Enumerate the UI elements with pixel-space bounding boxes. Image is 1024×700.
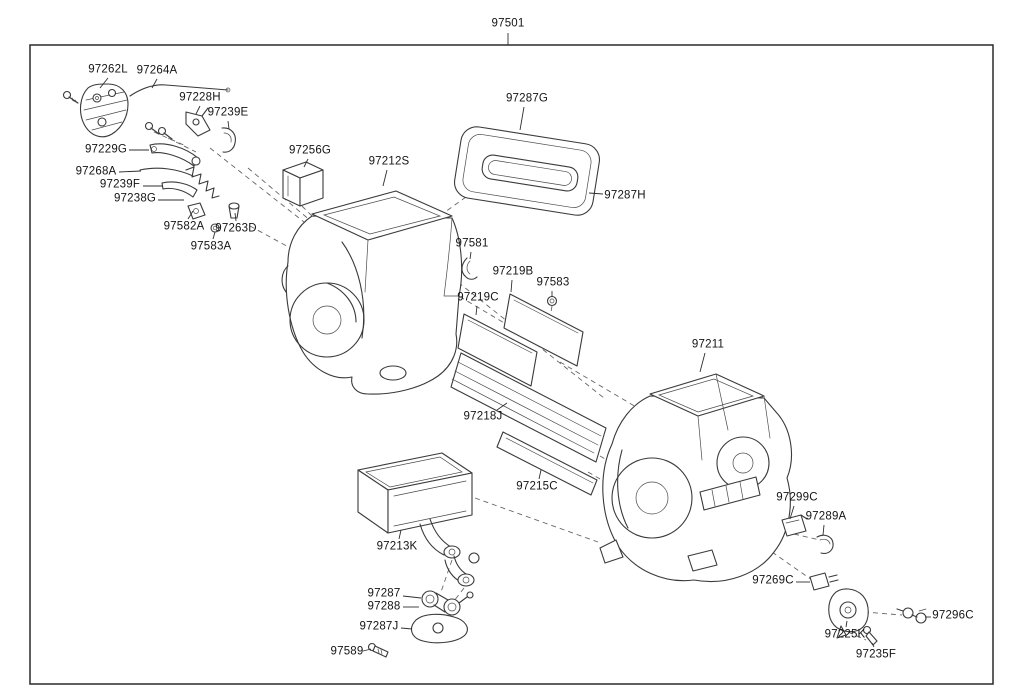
part-label-97289A: 97289A: [805, 510, 847, 523]
leader-line-97228H: [195, 105, 201, 115]
part-97212S-blower-case: [281, 190, 463, 395]
part-97262L-mount-plate: [79, 83, 129, 138]
part-97268A-link: [139, 167, 194, 177]
part-97581-clip: [461, 257, 478, 280]
leader-line-97219C: [475, 305, 478, 316]
part-label-97501: 97501: [491, 17, 525, 30]
part-97218J-filter: [450, 352, 607, 463]
part-97287H-seal-strip: [481, 154, 579, 192]
part-label-97235F: 97235F: [855, 648, 897, 661]
part-97211-heater-case: [599, 373, 793, 583]
part-label-97225K: 97225K: [824, 628, 866, 641]
part-label-97228H: 97228H: [179, 91, 221, 104]
part-97213K-heater-core: [357, 452, 473, 534]
leader-line-97287J: [400, 627, 413, 630]
part-97269C-connector: [809, 572, 839, 591]
part-97238G-spring: [185, 166, 220, 199]
leader-line-97287: [402, 595, 422, 599]
leader-line-97239E: [227, 120, 230, 130]
part-label-97287J: 97287J: [359, 620, 399, 633]
part-label-97582A: 97582A: [163, 220, 205, 233]
leader-line-97262L: [99, 77, 109, 89]
part-label-97238G: 97238G: [113, 192, 157, 205]
leader-line-97212S: [382, 169, 388, 187]
part-97589-screw: [367, 642, 389, 658]
part-label-97299C: 97299C: [776, 491, 818, 504]
part-label-97583A: 97583A: [190, 240, 232, 253]
leader-line-97213K: [398, 529, 402, 540]
part-97228H-lever: [185, 107, 211, 137]
part-label-97218J: 97218J: [463, 410, 503, 423]
part-label-97256G: 97256G: [288, 144, 332, 157]
part-97263D-bolt: [228, 202, 240, 219]
part-label-97211: 97211: [691, 338, 725, 351]
leader-line-97583A: [212, 231, 216, 240]
leader-line-97235F: [871, 642, 875, 648]
part-97583-nut: [546, 295, 558, 307]
part-97582A-bracket: [187, 202, 206, 220]
part-label-97219C: 97219C: [457, 291, 499, 304]
leader-line-97299C: [789, 505, 795, 520]
part-97264A-control-rod: [129, 84, 231, 97]
part-label-97239F: 97239F: [99, 178, 141, 191]
part-label-97262L: 97262L: [88, 63, 128, 76]
leader-line-97256G: [303, 158, 309, 168]
leader-line-97263D: [234, 212, 237, 222]
part-97287-97288-fitting: [421, 590, 474, 616]
part-97256G-resistor-box: [282, 161, 324, 207]
part-97239F-lever: [161, 181, 198, 198]
part-label-97268A: 97268A: [75, 165, 117, 178]
part-97299C-bracket: [781, 514, 808, 537]
leader-line-97589: [362, 648, 372, 652]
part-label-97296C: 97296C: [932, 609, 974, 622]
part-label-97264A: 97264A: [136, 64, 178, 77]
part-label-97581: 97581: [455, 237, 489, 250]
leader-line-97211: [699, 352, 706, 373]
part-97215C-panel: [496, 431, 598, 496]
part-label-97589: 97589: [330, 645, 364, 658]
part-97287J-gasket: [410, 613, 468, 644]
part-label-97229G: 97229G: [84, 143, 128, 156]
part-label-97269C: 97269C: [752, 574, 794, 587]
leader-line-97287G: [519, 106, 525, 131]
part-97296C-fitting: [896, 607, 927, 624]
part-97229G-lever: [149, 143, 201, 167]
heater-core-pipes: [419, 518, 480, 587]
leader-line-97219B: [510, 279, 513, 293]
leader-line-97581: [469, 251, 472, 260]
part-97289A-clip: [816, 534, 834, 554]
part-label-97287H: 97287H: [604, 189, 646, 202]
part-label-97263D: 97263D: [215, 222, 257, 235]
part-97239E-clip: [221, 127, 236, 153]
part-label-97583: 97583: [536, 276, 570, 289]
part-97219B-door: [503, 293, 584, 367]
part-label-97239E: 97239E: [207, 106, 249, 119]
screw-icon-cluster: [62, 90, 173, 140]
leader-line-97218J: [496, 402, 508, 411]
leader-line-97215C: [538, 469, 542, 480]
part-label-97215C: 97215C: [516, 480, 558, 493]
leader-line-97268A: [118, 170, 142, 173]
part-label-97288: 97288: [367, 600, 401, 613]
part-label-97219B: 97219B: [492, 265, 534, 278]
part-label-97287G: 97287G: [505, 92, 549, 105]
part-97225K-actuator: [828, 588, 869, 639]
leader-line-97225K: [845, 620, 848, 628]
leader-line-97582A: [187, 210, 194, 220]
leader-line-97289A: [822, 524, 825, 536]
part-97219C-door: [457, 313, 538, 387]
leader-line-97287H: [588, 192, 604, 195]
part-label-97212S: 97212S: [368, 155, 410, 168]
label-leader-lines: [99, 33, 931, 652]
leader-line-97264A: [151, 78, 158, 89]
part-97235F-screw: [862, 625, 878, 646]
part-label-97213K: 97213K: [376, 540, 418, 553]
part-label-97287: 97287: [367, 587, 401, 600]
diagram-border: [29, 44, 994, 685]
